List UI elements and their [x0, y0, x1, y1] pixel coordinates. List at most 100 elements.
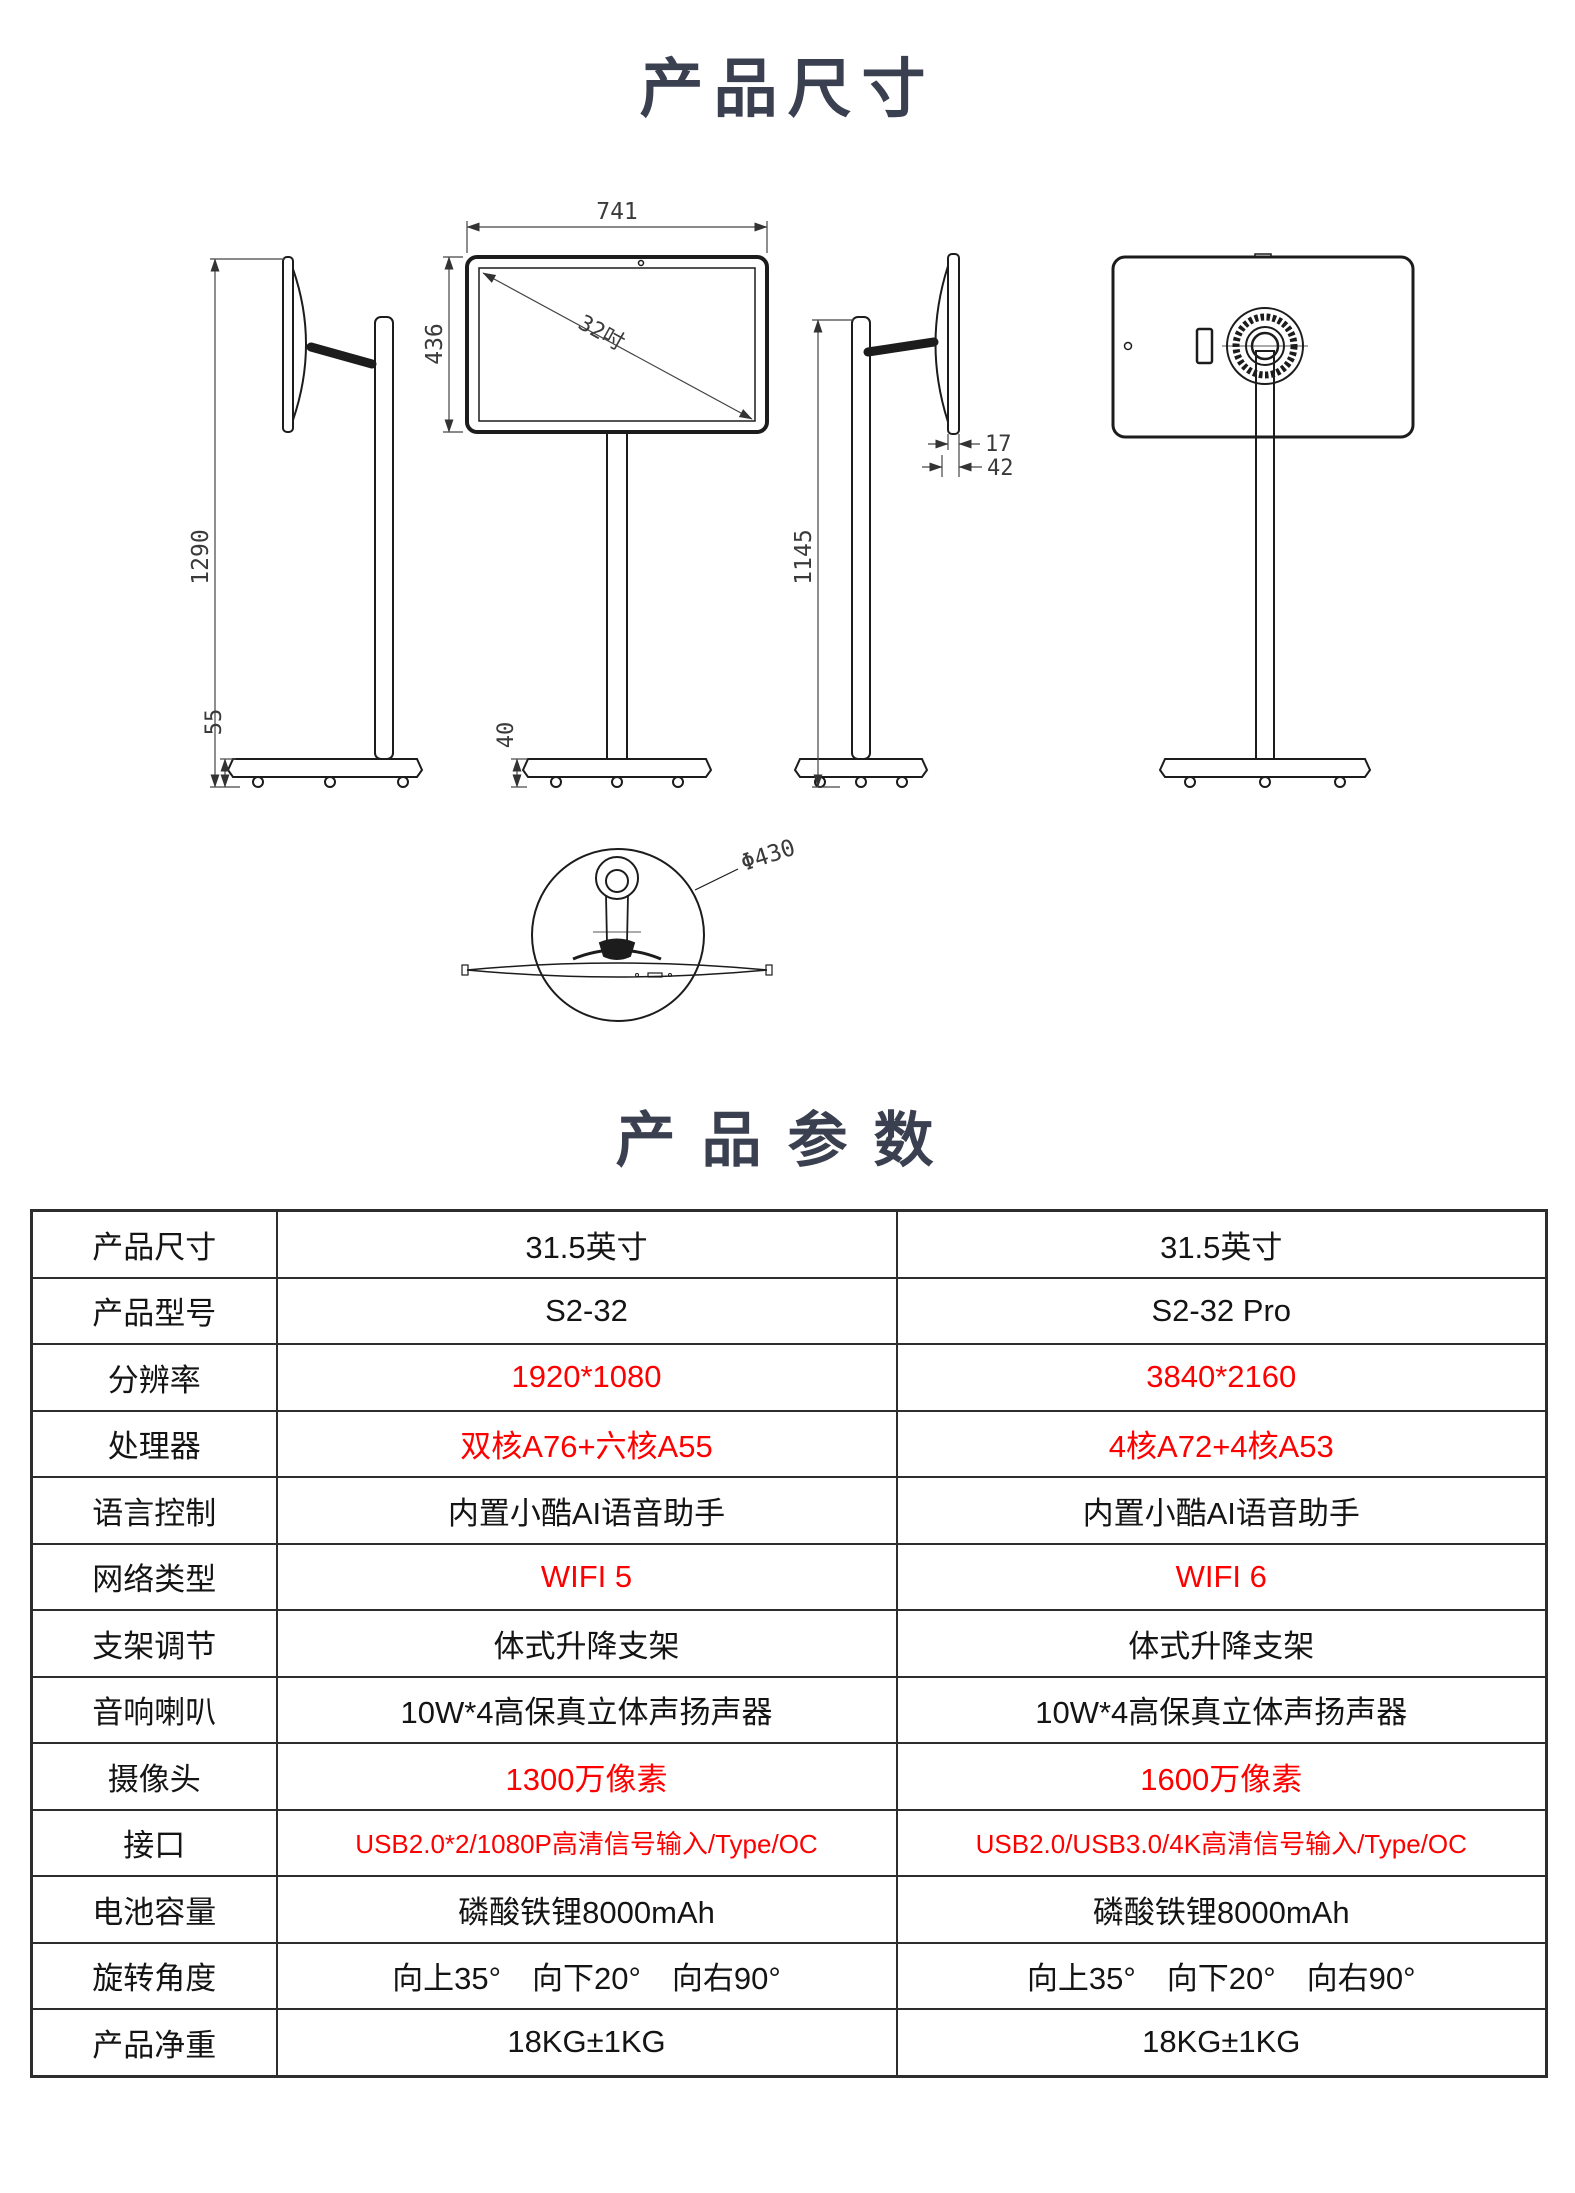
spec-value-s2-32: 31.5英寸: [275, 1209, 898, 1279]
spec-label-cell: 网络类型: [30, 1542, 278, 1611]
spec-row-rotation-angle: 旋转角度 向上35° 向下20° 向右90° 向上35° 向下20° 向右90°: [30, 1941, 1548, 2010]
spec-row-net-weight: 产品净重 18KG±1KG 18KG±1KG: [30, 2008, 1548, 2077]
dim-base-height-side: 55: [202, 709, 227, 736]
rear-view: [1111, 253, 1415, 788]
stand-base: [226, 758, 424, 778]
stand-pole: [374, 316, 394, 760]
spec-label-cell: 产品型号: [30, 1276, 278, 1345]
hinge-arm: [306, 342, 377, 369]
camera-dot: [637, 259, 645, 267]
spec-row-ports: 接口 USB2.0*2/1080P高清信号输入/Type/OC USB2.0/U…: [30, 1808, 1548, 1877]
port-slot: [1195, 327, 1214, 365]
spec-value-s2-32-pro: 18KG±1KG: [895, 2008, 1548, 2077]
stand-pole: [1255, 350, 1275, 760]
spec-label-cell: 接口: [30, 1808, 278, 1877]
spec-value-s2-32-pro: USB2.0/USB3.0/4K高清信号输入/Type/OC: [895, 1808, 1548, 1877]
spec-value-s2-32-pro: S2-32 Pro: [895, 1276, 1548, 1345]
stand-base: [521, 758, 713, 778]
caster-wheel: [611, 776, 623, 788]
left-side-view: [226, 256, 424, 788]
panel-back-bulge: [934, 265, 949, 423]
dim-total-height: 1290: [188, 529, 214, 584]
dim-diagonal: 32吋: [574, 311, 629, 356]
dim-pole-height: 1145: [791, 529, 817, 584]
spec-value-s2-32: S2-32: [275, 1276, 898, 1345]
spec-value-s2-32: 1300万像素: [275, 1742, 898, 1811]
panel-side-profile: [947, 253, 960, 435]
caster-wheel: [550, 776, 562, 788]
spec-value-s2-32: 向上35° 向下20° 向右90°: [275, 1941, 898, 2010]
spec-row-network-type: 网络类型 WIFI 5 WIFI 6: [30, 1542, 1548, 1611]
caster-wheel: [1184, 776, 1196, 788]
spec-value-s2-32: 体式升降支架: [275, 1609, 898, 1678]
stand-pole: [851, 316, 871, 760]
stand-pole: [606, 431, 628, 760]
arm-joint-outer: [595, 856, 639, 900]
spec-value-s2-32-pro: 内置小酷AI语音助手: [895, 1476, 1548, 1545]
product-specs-table: 产品尺寸 31.5英寸 31.5英寸 产品型号 S2-32 S2-32 Pro …: [30, 1209, 1548, 2078]
spec-label-cell: 支架调节: [30, 1609, 278, 1678]
spec-value-s2-32: 磷酸铁锂8000mAh: [275, 1875, 898, 1944]
stand-base: [793, 758, 929, 778]
hinge-arm: [863, 337, 939, 357]
top-camera-notch: [1254, 253, 1272, 257]
spec-value-s2-32-pro: 体式升降支架: [895, 1609, 1548, 1678]
foot-mount-arc: [572, 948, 662, 961]
spec-value-s2-32-pro: 4核A72+4核A53: [895, 1409, 1548, 1478]
dim-panel-edge-thickness: 17: [985, 432, 1012, 457]
dim-base-diameter: Φ430: [738, 835, 799, 877]
spec-value-s2-32-pro: WIFI 6: [895, 1542, 1548, 1611]
bottom-port-dot: [668, 973, 672, 977]
page-title-specs: 产品参数: [615, 1107, 960, 1174]
screen-top-profile: [466, 962, 768, 978]
product-dimensions-diagram: 1290 55 741 436 32吋 40: [0, 137, 1575, 1087]
screw-dot: [1123, 341, 1133, 351]
caster-wheel: [896, 776, 908, 788]
caster-wheel: [1259, 776, 1271, 788]
caster-wheel: [324, 776, 336, 788]
spec-row-model: 产品型号 S2-32 S2-32 Pro: [30, 1276, 1548, 1345]
spec-value-s2-32: WIFI 5: [275, 1542, 898, 1611]
spec-value-s2-32-pro: 3840*2160: [895, 1343, 1548, 1412]
screen-inner-bezel: [478, 267, 756, 422]
spec-label-cell: 分辨率: [30, 1343, 278, 1412]
arm-joint-inner: [605, 869, 629, 893]
spec-value-s2-32: USB2.0*2/1080P高清信号输入/Type/OC: [275, 1808, 898, 1877]
spec-label-cell: 产品净重: [30, 2008, 278, 2077]
profile-end-cap: [765, 964, 773, 976]
dim-panel-total-thickness: 42: [987, 456, 1014, 481]
spec-row-resolution: 分辨率 1920*1080 3840*2160: [30, 1343, 1548, 1412]
spec-row-product-size: 产品尺寸 31.5英寸 31.5英寸: [30, 1209, 1548, 1279]
right-side-view: [793, 253, 960, 788]
arm-stem: [605, 894, 629, 944]
spec-value-s2-32-pro: 1600万像素: [895, 1742, 1548, 1811]
spec-label-cell: 旋转角度: [30, 1941, 278, 2010]
panel-back-bulge: [292, 268, 307, 421]
dim-screen-width: 741: [596, 199, 638, 225]
spec-value-s2-32-pro: 31.5英寸: [895, 1209, 1548, 1279]
spec-label-cell: 产品尺寸: [30, 1209, 278, 1279]
rear-panel-outline: [1111, 255, 1415, 439]
spec-label-cell: 语言控制: [30, 1476, 278, 1545]
front-view: [465, 255, 769, 788]
spec-value-s2-32: 1920*1080: [275, 1343, 898, 1412]
spec-value-s2-32: 内置小酷AI语音助手: [275, 1476, 898, 1545]
spec-row-voice-control: 语言控制 内置小酷AI语音助手 内置小酷AI语音助手: [30, 1476, 1548, 1545]
dim-screen-height: 436: [422, 323, 448, 365]
caster-wheel: [252, 776, 264, 788]
spec-row-camera: 摄像头 1300万像素 1600万像素: [30, 1742, 1548, 1811]
dim-base-height-front: 40: [494, 722, 519, 749]
bottom-port: [647, 972, 663, 978]
spec-value-s2-32: 双核A76+六核A55: [275, 1409, 898, 1478]
base-circle: [531, 848, 705, 1022]
spec-row-processor: 处理器 双核A76+六核A55 4核A72+4核A53: [30, 1409, 1548, 1478]
spec-row-battery: 电池容量 磷酸铁锂8000mAh 磷酸铁锂8000mAh: [30, 1875, 1548, 1944]
spec-label-cell: 电池容量: [30, 1875, 278, 1944]
spec-value-s2-32-pro: 向上35° 向下20° 向右90°: [895, 1941, 1548, 2010]
base-top-view: [461, 848, 773, 1022]
spec-row-speakers: 音响喇叭 10W*4高保真立体声扬声器 10W*4高保真立体声扬声器: [30, 1675, 1548, 1744]
spec-value-s2-32: 18KG±1KG: [275, 2008, 898, 2077]
caster-wheel: [1334, 776, 1346, 788]
stand-base: [1158, 758, 1372, 778]
spec-value-s2-32-pro: 磷酸铁锂8000mAh: [895, 1875, 1548, 1944]
